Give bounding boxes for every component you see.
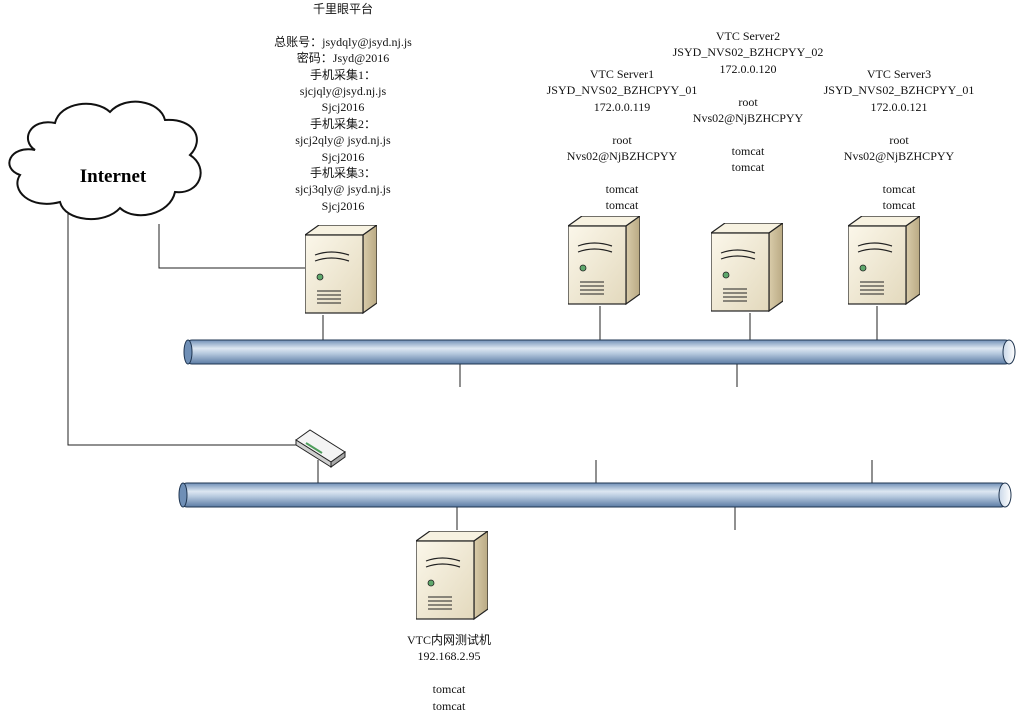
network-bus-upper <box>183 339 1016 365</box>
server1-password: Nvs02@NjBZHCPYY <box>566 148 678 163</box>
test-machine-ip: 192.168.2.95 <box>417 649 481 664</box>
server3-app-password: tomcat <box>882 198 916 213</box>
server1-app-password: tomcat <box>605 198 639 213</box>
platform-phone1-account: sjcjqly@jsyd.nj.js <box>299 83 387 98</box>
platform-label: 千里眼平台 总账号：jsydqly@jsyd.nj.js 密码：Jsyd@201… <box>243 1 443 214</box>
platform-title: 千里眼平台 <box>312 2 373 16</box>
server1-host: JSYD_NVS02_BZHCPYY_01 <box>546 83 698 98</box>
server1-user: root <box>612 132 632 147</box>
vtc-server3-label: VTC Server3 JSYD_NVS02_BZHCPYY_01 172.0.… <box>784 66 1014 214</box>
platform-phone3-password: Sjcj2016 <box>321 198 365 213</box>
server3-user: root <box>889 132 909 147</box>
test-machine-app-user: tomcat <box>432 682 466 697</box>
cloud-to-switch-link <box>67 193 298 446</box>
internet-label: Internet <box>80 166 147 187</box>
platform-phone2-account: sjcj2qly@ jsyd.nj.js <box>295 133 391 148</box>
platform-phone3-account: sjcj3qly@ jsyd.nj.js <box>295 182 391 197</box>
server2-user: root <box>738 94 758 109</box>
platform-phone3-label: 手机采集3： <box>309 165 376 180</box>
test-machine-app-password: tomcat <box>432 698 466 713</box>
server3-ip: 172.0.0.121 <box>870 99 928 114</box>
vtc-server1-label: VTC Server1 JSYD_NVS02_BZHCPYY_01 172.0.… <box>507 66 737 214</box>
platform-server-icon <box>305 225 377 314</box>
server2-password: Nvs02@NjBZHCPYY <box>692 110 804 125</box>
platform-phone2-label: 手机采集2： <box>309 116 376 131</box>
server2-ip: 172.0.0.120 <box>719 61 777 76</box>
platform-phone1-password: Sjcj2016 <box>321 100 365 115</box>
platform-phone1-label: 手机采集1： <box>309 67 376 82</box>
vtc-server2-icon <box>711 223 783 312</box>
server2-host: JSYD_NVS02_BZHCPYY_02 <box>672 45 824 60</box>
server2-app-user: tomcat <box>731 143 765 158</box>
server3-password: Nvs02@NjBZHCPYY <box>843 148 955 163</box>
network-bus-lower <box>178 482 1012 508</box>
vtc-server1-icon <box>568 216 640 305</box>
platform-account: 总账号：jsydqly@jsyd.nj.js <box>274 34 412 49</box>
server3-name: VTC Server3 <box>866 67 932 81</box>
server2-app-password: tomcat <box>731 160 765 175</box>
cloud-to-platform-link <box>158 224 306 269</box>
server1-app-user: tomcat <box>605 181 639 196</box>
connection-lines <box>67 193 878 530</box>
test-machine-name: VTC内网测试机 <box>406 633 491 647</box>
switch-icon <box>295 429 346 468</box>
test-machine-label: VTC内网测试机 192.168.2.95 tomcat tomcat <box>369 632 529 713</box>
internet-cloud-icon: Internet <box>8 100 202 220</box>
vtc-server3-icon <box>848 216 920 305</box>
vtc-server2-label: VTC Server2 JSYD_NVS02_BZHCPYY_02 172.0.… <box>633 28 863 176</box>
test-machine-server-icon <box>416 531 488 620</box>
server2-name: VTC Server2 <box>715 29 781 43</box>
server3-app-user: tomcat <box>882 181 916 196</box>
platform-password: 密码：Jsyd@2016 <box>296 51 390 66</box>
server1-ip: 172.0.0.119 <box>593 99 651 114</box>
platform-phone2-password: Sjcj2016 <box>321 149 365 164</box>
server3-host: JSYD_NVS02_BZHCPYY_01 <box>823 83 975 98</box>
server1-name: VTC Server1 <box>589 67 655 81</box>
